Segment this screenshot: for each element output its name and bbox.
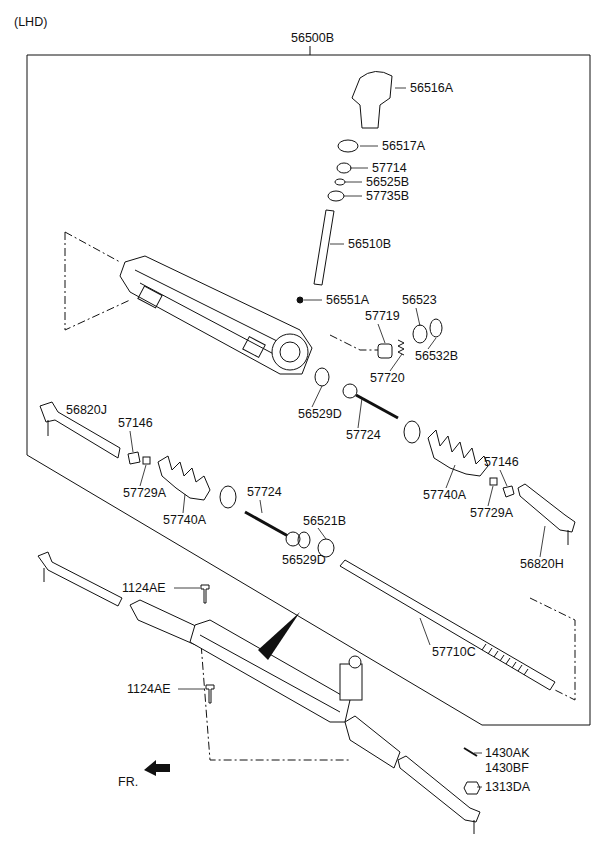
leader-line	[378, 324, 385, 343]
leader-line	[395, 88, 406, 89]
callout-number: 57719	[365, 310, 400, 323]
leader-line	[446, 465, 455, 488]
callout-number: 56521B	[303, 515, 346, 528]
leader-line	[540, 526, 545, 557]
leader-line	[360, 146, 378, 147]
callout-number: 57729A	[470, 507, 513, 520]
callout-number: 56510B	[348, 238, 391, 251]
leader-line	[304, 300, 322, 301]
callout-number: 57740A	[423, 489, 466, 502]
leader-line	[312, 386, 322, 407]
leader-line	[474, 753, 482, 754]
callout-number: 1430BF	[485, 762, 529, 775]
leader-line	[140, 465, 146, 486]
leader-line	[178, 689, 205, 690]
callout-number: 57735B	[366, 190, 409, 203]
leader-line	[260, 500, 262, 513]
callout-number: 57740A	[163, 514, 206, 527]
callout-number: 57710C	[432, 646, 476, 659]
callout-number: 56551A	[326, 294, 369, 307]
callout-number: 56516A	[410, 82, 453, 95]
callout-number: 1124AE	[122, 582, 166, 595]
leader-line	[350, 168, 368, 169]
leader-line	[330, 244, 344, 245]
leader-line	[344, 196, 362, 197]
callout-number: 56820J	[66, 404, 107, 417]
callout-number: 57714	[372, 162, 407, 175]
leader-line	[488, 486, 493, 506]
leader-line	[318, 528, 326, 539]
callout-number: 57146	[484, 456, 519, 469]
leader-line	[477, 787, 482, 788]
leader-line	[183, 494, 185, 513]
leader-line	[420, 618, 430, 645]
leader-lines	[130, 88, 545, 787]
callout-number: 57729A	[123, 487, 166, 500]
callout-number: 1313DA	[485, 781, 530, 794]
callout-number: 56500B	[291, 32, 334, 45]
assembly-arrow	[258, 612, 300, 660]
callout-number: 56820H	[520, 558, 564, 571]
callout-number: 56532B	[415, 350, 458, 363]
leader-line	[428, 338, 436, 349]
leader-line	[416, 308, 420, 326]
callout-number: 56517A	[382, 140, 425, 153]
callout-number: 1124AE	[127, 683, 171, 696]
callout-number: 1430AK	[485, 747, 529, 760]
leader-line	[358, 398, 362, 428]
callout-number: 57724	[346, 429, 381, 442]
callout-number: FR.	[118, 776, 138, 789]
leader-line	[500, 470, 507, 486]
callout-number: 56525B	[366, 176, 409, 189]
callout-number: 57724	[247, 486, 282, 499]
leader-line	[345, 182, 362, 183]
callout-number: (LHD)	[14, 16, 47, 29]
leader-line	[130, 431, 133, 452]
callout-number: 57146	[118, 417, 153, 430]
leader-line	[390, 354, 402, 371]
callout-number: 56529D	[298, 408, 342, 421]
illustration	[27, 46, 590, 834]
callout-number: 56523	[402, 294, 437, 307]
callout-number: 57720	[370, 372, 405, 385]
leader-line	[174, 588, 200, 589]
front-arrow	[144, 760, 170, 776]
callout-number: 56529D	[282, 554, 326, 567]
